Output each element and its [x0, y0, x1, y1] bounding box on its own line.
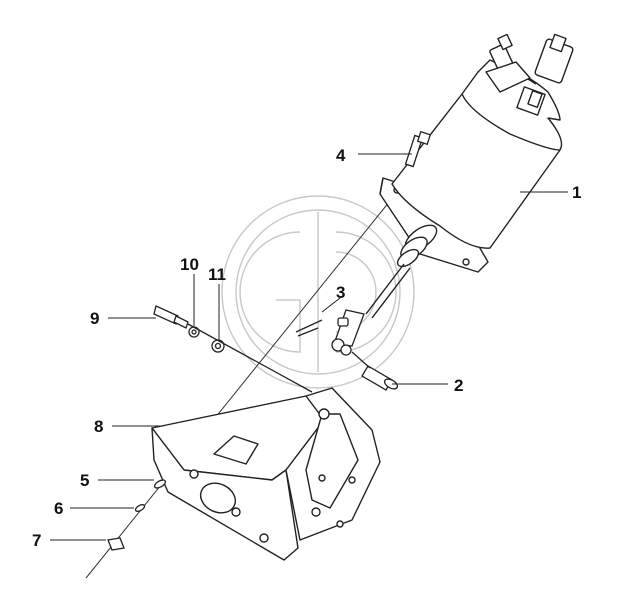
bracket-bolt-set [153, 305, 313, 393]
callout-2: 2 [454, 376, 463, 395]
centerline [85, 185, 403, 579]
leader-3 [321, 297, 341, 313]
callout-4: 4 [336, 146, 346, 165]
clevis-pin [351, 351, 399, 391]
callout-8: 8 [94, 417, 103, 436]
callout-1: 1 [572, 183, 581, 202]
callout-11: 11 [208, 265, 226, 284]
clevis-and-pin [295, 309, 365, 356]
actuator-cylinder [365, 33, 574, 319]
callout-labels: 1 2 3 4 5 6 7 8 9 10 11 [32, 146, 581, 550]
callout-9: 9 [90, 309, 99, 328]
callout-7: 7 [32, 531, 41, 550]
lower-fasteners [107, 479, 167, 551]
leader-lines [50, 153, 568, 541]
callout-3: 3 [336, 283, 345, 302]
callout-10: 10 [180, 255, 199, 274]
flange-bolt [404, 130, 432, 168]
callout-5: 5 [80, 471, 89, 490]
callout-6: 6 [54, 499, 63, 518]
watermark-logo [221, 195, 415, 389]
mounting-bracket [151, 387, 381, 561]
